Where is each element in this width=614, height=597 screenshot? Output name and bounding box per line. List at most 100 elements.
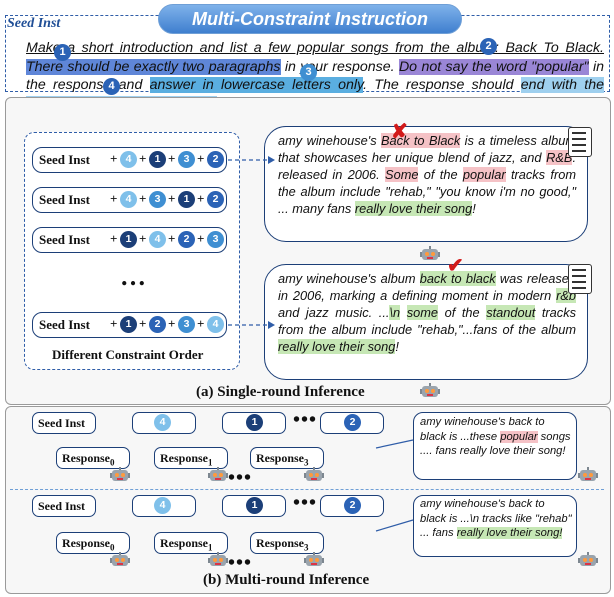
- rp-e: and jazz music. ...: [278, 305, 390, 320]
- seed-inst-label: Seed Inst: [7, 16, 61, 31]
- arrow-head: [268, 321, 275, 329]
- constraint-3-text: answer in lowercase letters only: [149, 77, 364, 93]
- robot-icon: [578, 552, 598, 569]
- rp-c: was released in 2006, marking a defining…: [278, 271, 576, 303]
- robot-icon: [208, 552, 228, 569]
- plus-sign: +: [110, 151, 118, 166]
- response-pass-text: amy winehouse's album back to black was …: [278, 270, 576, 355]
- response-index: 3: [304, 457, 309, 468]
- multi-response-2: [413, 495, 577, 557]
- mr2-a: amy winehouse's back to black is ...\n t…: [420, 498, 572, 539]
- response-index: 3: [304, 542, 309, 553]
- header-title: Multi-Constraint Instruction: [158, 4, 462, 34]
- checklist-icon: [568, 264, 592, 294]
- rp-h: some: [406, 305, 439, 320]
- connector-line: [375, 439, 414, 449]
- constraint-marker-3: 3: [178, 316, 195, 333]
- rf-j: really love their song: [354, 201, 473, 216]
- response-box: [250, 532, 324, 554]
- plus-sign: +: [139, 191, 147, 206]
- instruction-part-7: . The response should: [363, 77, 521, 93]
- constraint-marker-2: 2: [149, 316, 166, 333]
- rf-g: of the: [418, 167, 463, 182]
- rp-f: \n: [389, 305, 401, 320]
- response-box: [56, 532, 130, 554]
- rf-i: tracks from the album include "rehab," "…: [278, 167, 576, 216]
- mr1-c: songs .... fans really love their song!: [420, 430, 571, 458]
- response-label: Response3: [256, 536, 309, 553]
- plus-sign: +: [168, 231, 176, 246]
- plus-sign: +: [197, 191, 205, 206]
- rf-c: is a timeless album that showcases her u…: [278, 133, 576, 165]
- response-fail-bubble: [264, 126, 588, 242]
- instruction-part-1: Make a short introduction and list a few…: [26, 40, 604, 56]
- round-dots: •••: [293, 492, 318, 514]
- response-box: [56, 447, 130, 469]
- seed-inst-text: Seed Inst: [38, 416, 86, 430]
- plus-sign: +: [110, 191, 118, 206]
- rp-a: amy winehouse's album: [278, 271, 420, 286]
- constraint-marker-1: 1: [120, 316, 137, 333]
- multi-response-2-text: amy winehouse's back to black is ...\n t…: [420, 497, 572, 541]
- sequence-seed-label: Seed Inst: [39, 152, 90, 167]
- constraint-marker-3: 3: [178, 151, 195, 168]
- robot-icon: [110, 467, 130, 484]
- robot-icon: [420, 383, 440, 400]
- connector-line: [375, 519, 414, 532]
- round-dots: •••: [228, 467, 253, 489]
- constraint-marker-2: 2: [344, 497, 361, 514]
- constraint-marker-1: 1: [149, 151, 166, 168]
- rf-b: Back to Black: [381, 133, 461, 148]
- rf-a: amy winehouse's: [278, 133, 382, 148]
- plus-sign: +: [197, 151, 205, 166]
- rp-l: really love their song: [278, 339, 396, 354]
- constraint-marker-2: 2: [344, 414, 361, 431]
- arrow-head: [268, 156, 275, 164]
- rp-m: !: [395, 339, 399, 354]
- sequence-seed-label: Seed Inst: [39, 192, 90, 207]
- constraint-marker-2: 2: [178, 231, 195, 248]
- response-label: Response1: [160, 451, 213, 468]
- plus-sign: +: [197, 316, 205, 331]
- constraint-marker-1: 1: [120, 231, 137, 248]
- response-box: [154, 447, 228, 469]
- plus-sign: +: [110, 231, 118, 246]
- rf-k: !: [472, 201, 476, 216]
- rp-j: standout: [486, 305, 536, 320]
- robot-icon: [304, 467, 324, 484]
- plus-sign: +: [139, 231, 147, 246]
- sequence-ellipsis: …: [120, 262, 146, 291]
- constraint-marker-3: 3: [207, 231, 224, 248]
- constraint-marker-2: 2: [207, 151, 224, 168]
- response-box: [250, 447, 324, 469]
- seed-inst-box: [32, 495, 96, 517]
- constraint-marker-1: 1: [246, 497, 263, 514]
- plus-sign: +: [168, 151, 176, 166]
- round-dots: •••: [228, 552, 253, 574]
- plus-sign: +: [168, 316, 176, 331]
- constraint-marker-1: 1: [246, 414, 263, 431]
- marker-3: 3: [300, 64, 317, 81]
- constraint-marker-1: 1: [178, 191, 195, 208]
- constraint-marker-4: 4: [154, 497, 171, 514]
- response-fail-text: amy winehouse's Back to Black is a timel…: [278, 132, 576, 217]
- plus-sign: +: [139, 151, 147, 166]
- robot-icon: [304, 552, 324, 569]
- constraint-marker-2: 2: [207, 191, 224, 208]
- mr1-b: popular: [500, 430, 538, 443]
- response-index: 0: [110, 542, 115, 553]
- marker-4: 4: [103, 78, 120, 95]
- plus-sign: +: [197, 231, 205, 246]
- rf-f: Some: [385, 167, 419, 182]
- seed-inst-box: [32, 412, 96, 434]
- checklist-icon: [568, 127, 592, 157]
- robot-icon: [420, 246, 440, 263]
- robot-icon: [578, 467, 598, 484]
- mr1-a: amy winehouse's back to black is ...thes…: [420, 416, 545, 443]
- multi-round-caption: (b) Multi-round Inference: [203, 572, 370, 588]
- response-label: Response1: [160, 536, 213, 553]
- rf-e: . released in 2006.: [278, 150, 576, 182]
- rp-k: tracks from the album include "rehab,"..…: [278, 305, 576, 337]
- rf-d: R&B: [546, 150, 573, 165]
